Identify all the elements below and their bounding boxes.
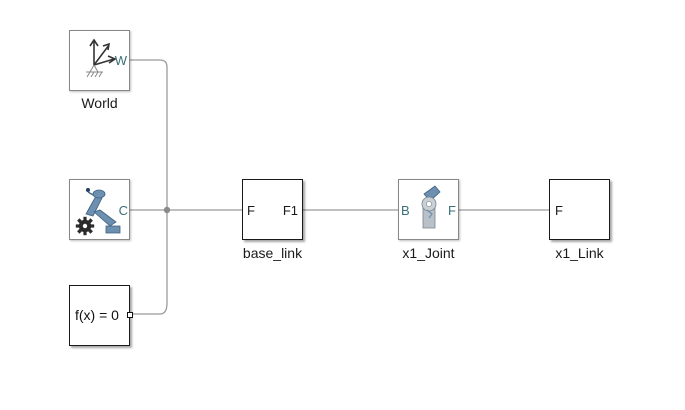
x1-joint-label: x1_Joint (402, 245, 455, 261)
x1-link-port-f: F (555, 203, 563, 218)
base-link-port-f1: F1 (282, 203, 298, 218)
base-link-label: base_link (242, 245, 303, 261)
base-link-block[interactable]: F F1 (242, 179, 303, 240)
world-frame-icon (86, 38, 117, 78)
base-link-port-f: F (247, 203, 255, 218)
x1-link-label: x1_Link (555, 245, 604, 261)
solver-configuration-block[interactable]: f(x) = 0 (69, 285, 133, 346)
revolute-joint-icon (421, 185, 441, 229)
world-to-bus-line (130, 59, 168, 315)
x1-joint-port-b: B (401, 203, 410, 218)
x1-link-block[interactable]: F (549, 179, 610, 240)
world-label: World (81, 95, 118, 111)
solver-function-text: f(x) = 0 (75, 307, 119, 323)
world-port-w: W (114, 53, 127, 68)
mechanism-configuration-icon (75, 188, 121, 236)
config-port-c: C (118, 203, 128, 218)
x1-joint-port-f: F (448, 203, 456, 218)
solver-port-marker (127, 312, 133, 318)
world-frame-block[interactable]: W (69, 30, 130, 91)
mechanism-configuration-block[interactable]: C (69, 179, 130, 240)
junction-dot (163, 206, 171, 214)
x1-joint-block[interactable]: B F (398, 179, 459, 240)
